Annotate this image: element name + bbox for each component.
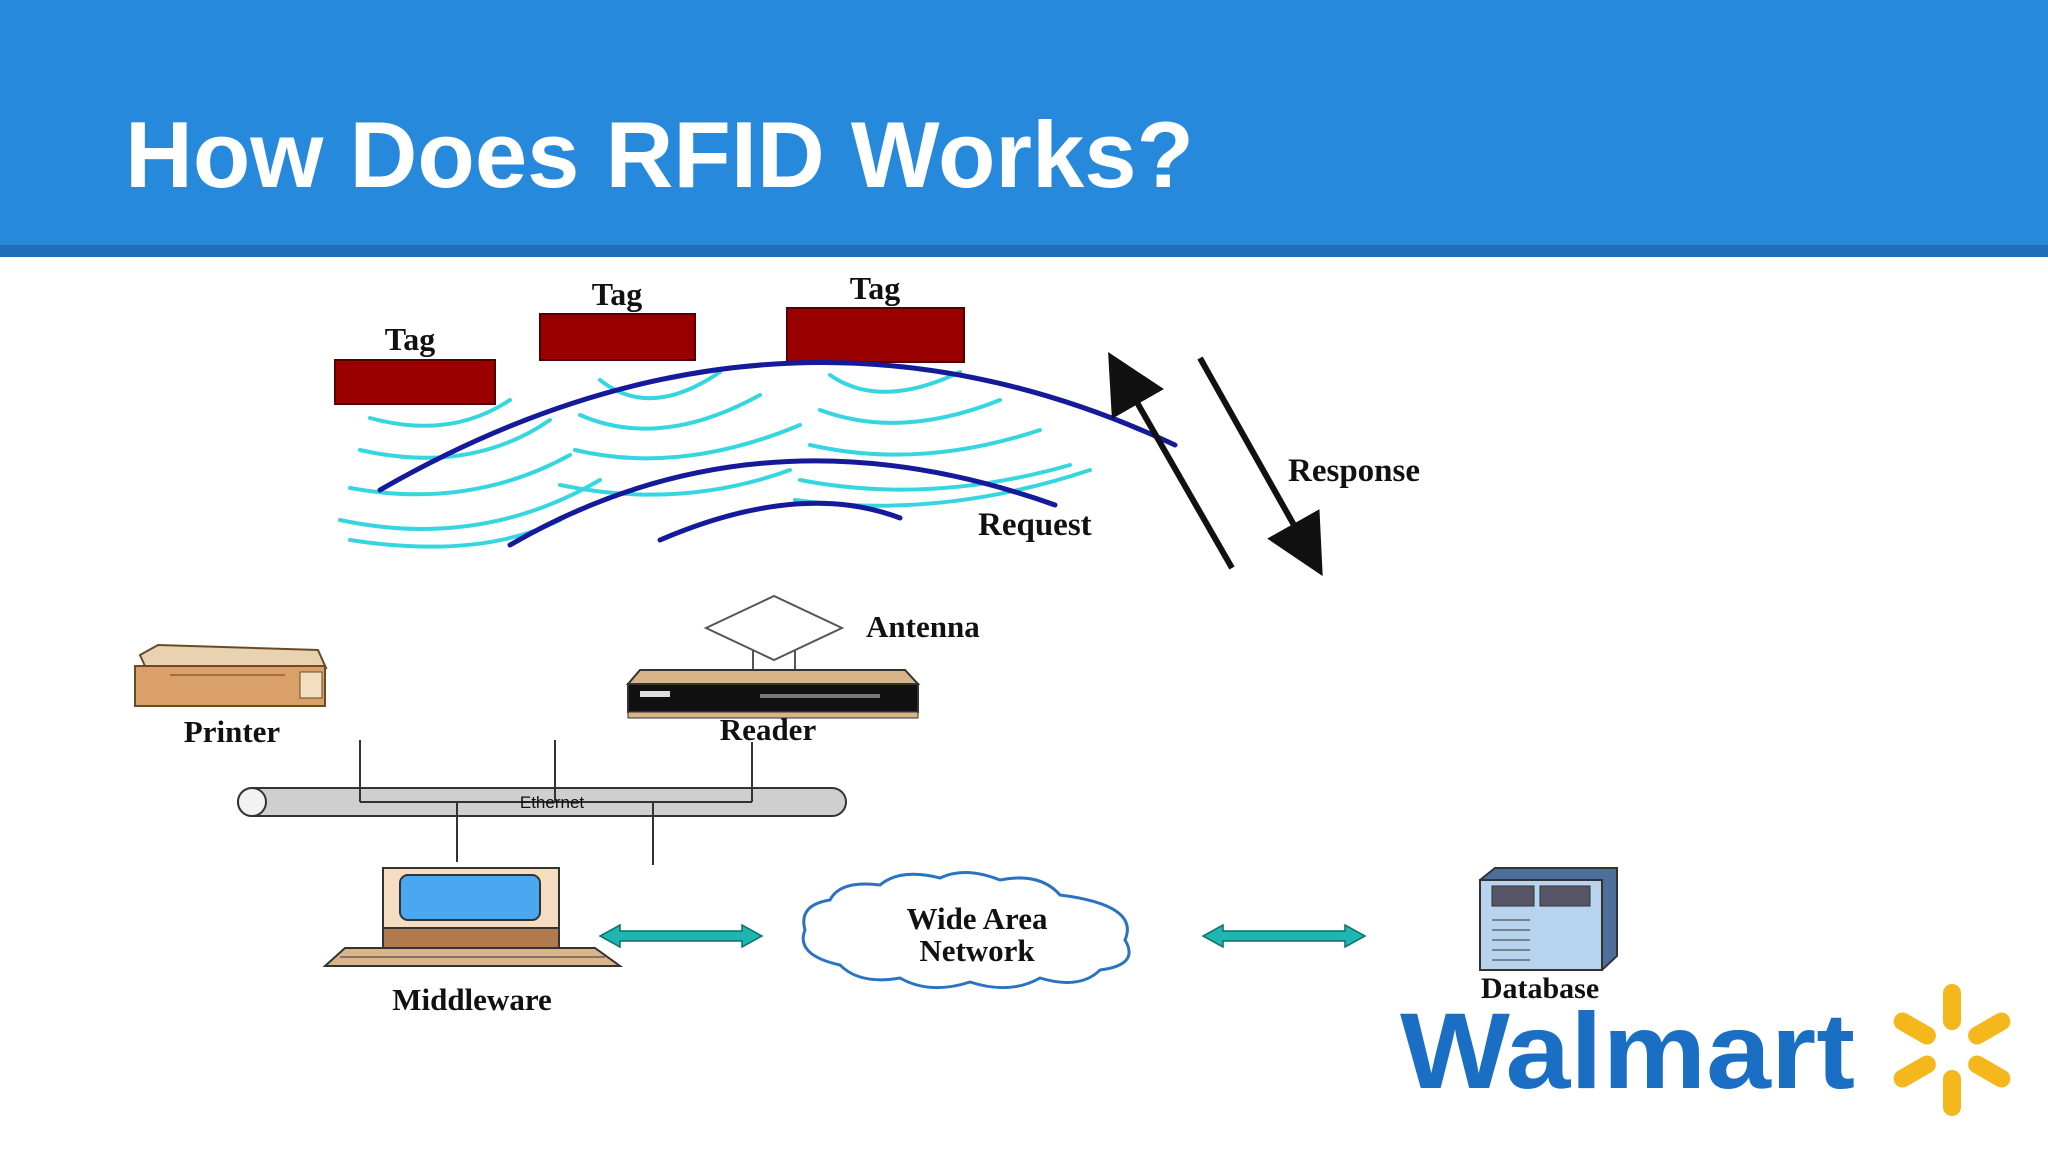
request-label: Request [978,507,1092,543]
walmart-logo: Walmart [1400,984,2011,1116]
database-label: Database [1481,972,1599,1005]
printer-icon [134,643,328,707]
request-waves [377,360,1178,548]
wan-label-line1: Wide Area [907,901,1048,936]
walmart-logo-text: Walmart [1400,990,1855,1111]
tag-3-label: Tag [850,270,900,306]
walmart-spark-icon [1893,984,2011,1116]
slide-title: How Does RFID Works? [125,102,1194,207]
antenna-label: Antenna [866,609,980,644]
tag-1: Tag [334,321,496,405]
wan-label-line2: Network [919,933,1035,968]
wan-cloud-icon [801,871,1131,990]
tag-2: Tag [539,276,696,361]
request-arrow [1108,351,1235,570]
tag-2-label: Tag [592,276,642,312]
tag-1-label: Tag [385,321,435,357]
title-banner [0,0,2048,245]
reader-label: Reader [720,712,817,747]
tag-3: Tag [786,270,965,363]
middleware-computer-icon [322,867,624,967]
reader-icon [625,669,921,719]
middleware-label: Middleware [392,982,552,1017]
database-server-icon [1478,867,1618,972]
ethernet-bus [237,740,847,865]
ethernet-label: Ethernet [520,793,585,812]
title-banner-rule [0,245,2048,257]
printer-label: Printer [184,714,281,749]
middleware-wan-arrow [598,923,764,949]
wan-database-arrow [1201,923,1367,949]
response-arrow [1197,356,1323,577]
response-label: Response [1288,453,1420,489]
